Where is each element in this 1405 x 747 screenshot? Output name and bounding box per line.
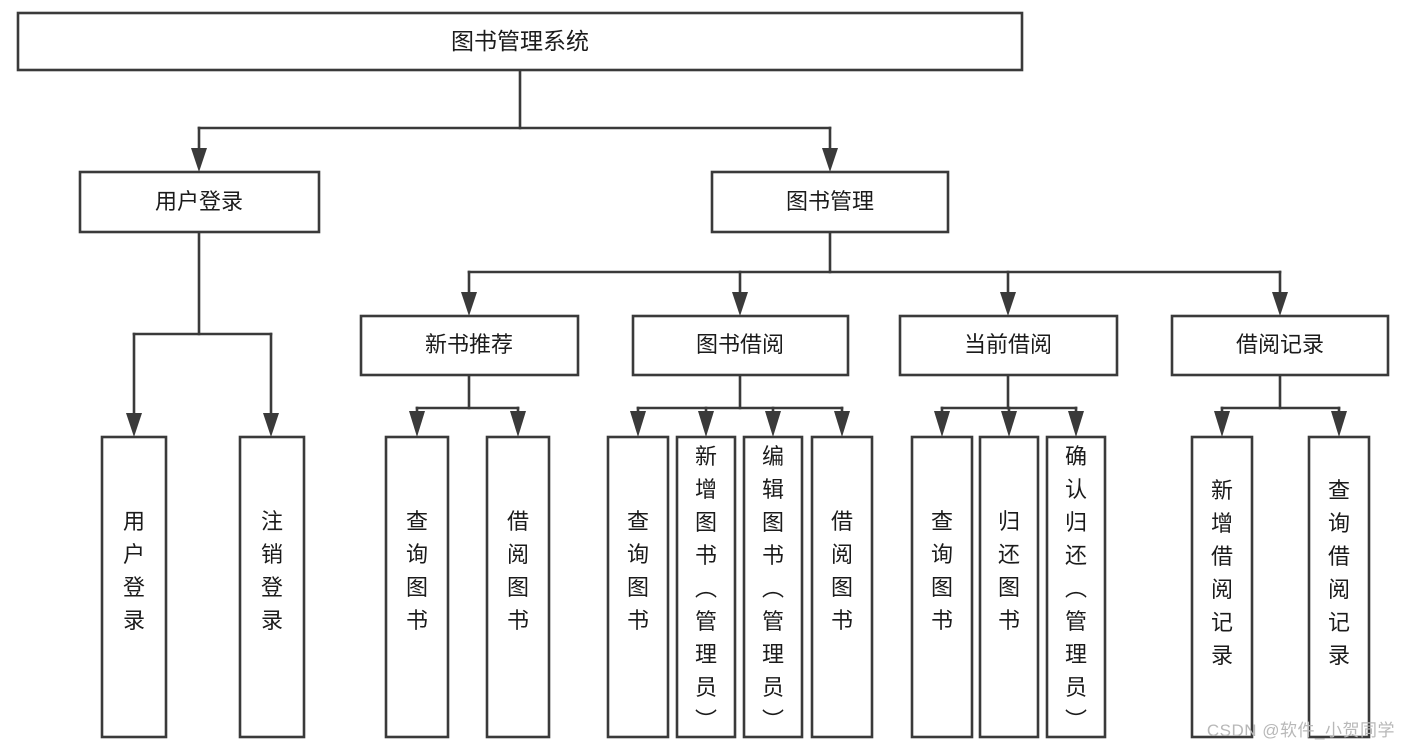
node-root-box[interactable] bbox=[16, 11, 1024, 72]
node-borrow-record-label: 借阅记录 bbox=[1236, 332, 1324, 357]
arrow-to-leaf-query-book-2 bbox=[630, 411, 646, 437]
node-leaf-query-record[interactable]: 查询借阅记录 bbox=[1307, 435, 1371, 739]
arrow-to-leaf-confirm-return bbox=[1068, 411, 1084, 437]
node-leaf-query-book-2-box[interactable] bbox=[606, 435, 670, 739]
node-root[interactable]: 图书管理系统 bbox=[16, 11, 1024, 72]
node-leaf-confirm-return-box[interactable] bbox=[1045, 435, 1107, 739]
node-user-login-box[interactable] bbox=[78, 170, 321, 234]
arrow-to-leaf-query-book-1 bbox=[409, 411, 425, 437]
node-leaf-query-record-label: 查询借阅记录 bbox=[1328, 478, 1350, 668]
connector-group-book-management bbox=[461, 230, 1288, 316]
node-book-management-box[interactable] bbox=[710, 170, 950, 234]
node-leaf-user-logout[interactable]: 注销登录 bbox=[238, 435, 306, 739]
node-leaf-user-login[interactable]: 用户登录 bbox=[100, 435, 168, 739]
node-leaf-user-login-label: 用户登录 bbox=[123, 509, 145, 633]
node-leaf-borrow-book-1-box[interactable] bbox=[485, 435, 551, 739]
arrow-to-leaf-borrow-book-2 bbox=[834, 411, 850, 437]
arrow-to-leaf-borrow-book-1 bbox=[510, 411, 526, 437]
node-leaf-query-book-3-box[interactable] bbox=[910, 435, 974, 739]
node-leaf-query-record-box[interactable] bbox=[1307, 435, 1371, 739]
arrow-to-borrow-record bbox=[1272, 292, 1288, 316]
node-new-book-recommend-label: 新书推荐 bbox=[425, 332, 513, 357]
node-leaf-return-book-label: 归还图书 bbox=[998, 509, 1020, 633]
arrow-to-leaf-query-book-3 bbox=[934, 411, 950, 437]
node-leaf-return-book-box[interactable] bbox=[978, 435, 1040, 739]
node-leaf-add-record-box[interactable] bbox=[1190, 435, 1254, 739]
node-new-book-recommend[interactable]: 新书推荐 bbox=[359, 314, 580, 377]
node-leaf-add-record-label: 新增借阅记录 bbox=[1211, 478, 1233, 668]
node-borrow-record-box[interactable] bbox=[1170, 314, 1390, 377]
arrow-to-leaf-user-login bbox=[126, 413, 142, 437]
node-leaf-query-book-3-label: 查询图书 bbox=[931, 509, 953, 633]
arrow-to-current-borrow bbox=[1000, 292, 1016, 316]
node-leaf-edit-book[interactable]: 编辑图书︵管理员︶ bbox=[742, 435, 804, 739]
node-new-book-recommend-box[interactable] bbox=[359, 314, 580, 377]
arrow-to-leaf-user-logout bbox=[263, 413, 279, 437]
node-leaf-query-book-2[interactable]: 查询图书 bbox=[606, 435, 670, 739]
node-current-borrow[interactable]: 当前借阅 bbox=[898, 314, 1119, 377]
node-borrow-record[interactable]: 借阅记录 bbox=[1170, 314, 1390, 377]
node-leaf-user-login-box[interactable] bbox=[100, 435, 168, 739]
connector-group-user-login bbox=[126, 230, 279, 437]
connector-group-root bbox=[191, 68, 838, 172]
arrow-to-leaf-add-record bbox=[1214, 411, 1230, 437]
node-leaf-borrow-book-2[interactable]: 借阅图书 bbox=[810, 435, 874, 739]
connector-group-borrow-record bbox=[1214, 373, 1347, 437]
node-leaf-query-book-1-box[interactable] bbox=[384, 435, 450, 739]
arrow-to-leaf-query-record bbox=[1331, 411, 1347, 437]
node-leaf-user-logout-box[interactable] bbox=[238, 435, 306, 739]
node-leaf-borrow-book-2-box[interactable] bbox=[810, 435, 874, 739]
arrow-root-to-book-management bbox=[822, 148, 838, 172]
node-leaf-add-book[interactable]: 新增图书︵管理员︶ bbox=[675, 435, 737, 739]
arrow-to-book-borrow bbox=[732, 292, 748, 316]
node-book-management[interactable]: 图书管理 bbox=[710, 170, 950, 234]
node-leaf-user-logout-label: 注销登录 bbox=[261, 509, 283, 633]
node-current-borrow-label: 当前借阅 bbox=[964, 332, 1052, 357]
node-leaf-return-book[interactable]: 归还图书 bbox=[978, 435, 1040, 739]
node-leaf-query-book-2-label: 查询图书 bbox=[627, 509, 649, 633]
arrow-to-leaf-edit-book bbox=[765, 411, 781, 437]
node-leaf-borrow-book-2-label: 借阅图书 bbox=[831, 509, 853, 633]
node-book-management-label: 图书管理 bbox=[786, 189, 874, 214]
node-root-label: 图书管理系统 bbox=[451, 28, 589, 54]
node-leaf-query-book-1[interactable]: 查询图书 bbox=[384, 435, 450, 739]
connector-group-new-book-recommend bbox=[409, 373, 526, 437]
node-leaf-add-record[interactable]: 新增借阅记录 bbox=[1190, 435, 1254, 739]
node-leaf-borrow-book-1[interactable]: 借阅图书 bbox=[485, 435, 551, 739]
connector-group-book-borrow bbox=[630, 373, 850, 437]
node-leaf-confirm-return[interactable]: 确认归还︵管理员︶ bbox=[1045, 435, 1107, 739]
arrow-to-leaf-add-book bbox=[698, 411, 714, 437]
arrow-to-new-book-recommend bbox=[461, 292, 477, 316]
node-book-borrow-label: 图书借阅 bbox=[696, 332, 784, 357]
node-book-borrow-box[interactable] bbox=[631, 314, 850, 377]
node-leaf-edit-book-box[interactable] bbox=[742, 435, 804, 739]
arrow-to-leaf-return-book bbox=[1001, 411, 1017, 437]
node-current-borrow-box[interactable] bbox=[898, 314, 1119, 377]
node-leaf-query-book-1-label: 查询图书 bbox=[406, 509, 428, 633]
node-leaf-add-book-label: 新增图书︵管理员︶ bbox=[695, 444, 717, 733]
arrow-root-to-user-login bbox=[191, 148, 207, 172]
node-leaf-confirm-return-label: 确认归还︵管理员︶ bbox=[1065, 444, 1087, 733]
node-leaf-borrow-book-1-label: 借阅图书 bbox=[507, 509, 529, 633]
node-book-borrow[interactable]: 图书借阅 bbox=[631, 314, 850, 377]
connector-group-current-borrow bbox=[934, 373, 1084, 437]
node-user-login-label: 用户登录 bbox=[155, 189, 243, 214]
node-user-login[interactable]: 用户登录 bbox=[78, 170, 321, 234]
node-leaf-query-book-3[interactable]: 查询图书 bbox=[910, 435, 974, 739]
node-leaf-add-book-box[interactable] bbox=[675, 435, 737, 739]
node-leaf-edit-book-label: 编辑图书︵管理员︶ bbox=[762, 444, 784, 733]
